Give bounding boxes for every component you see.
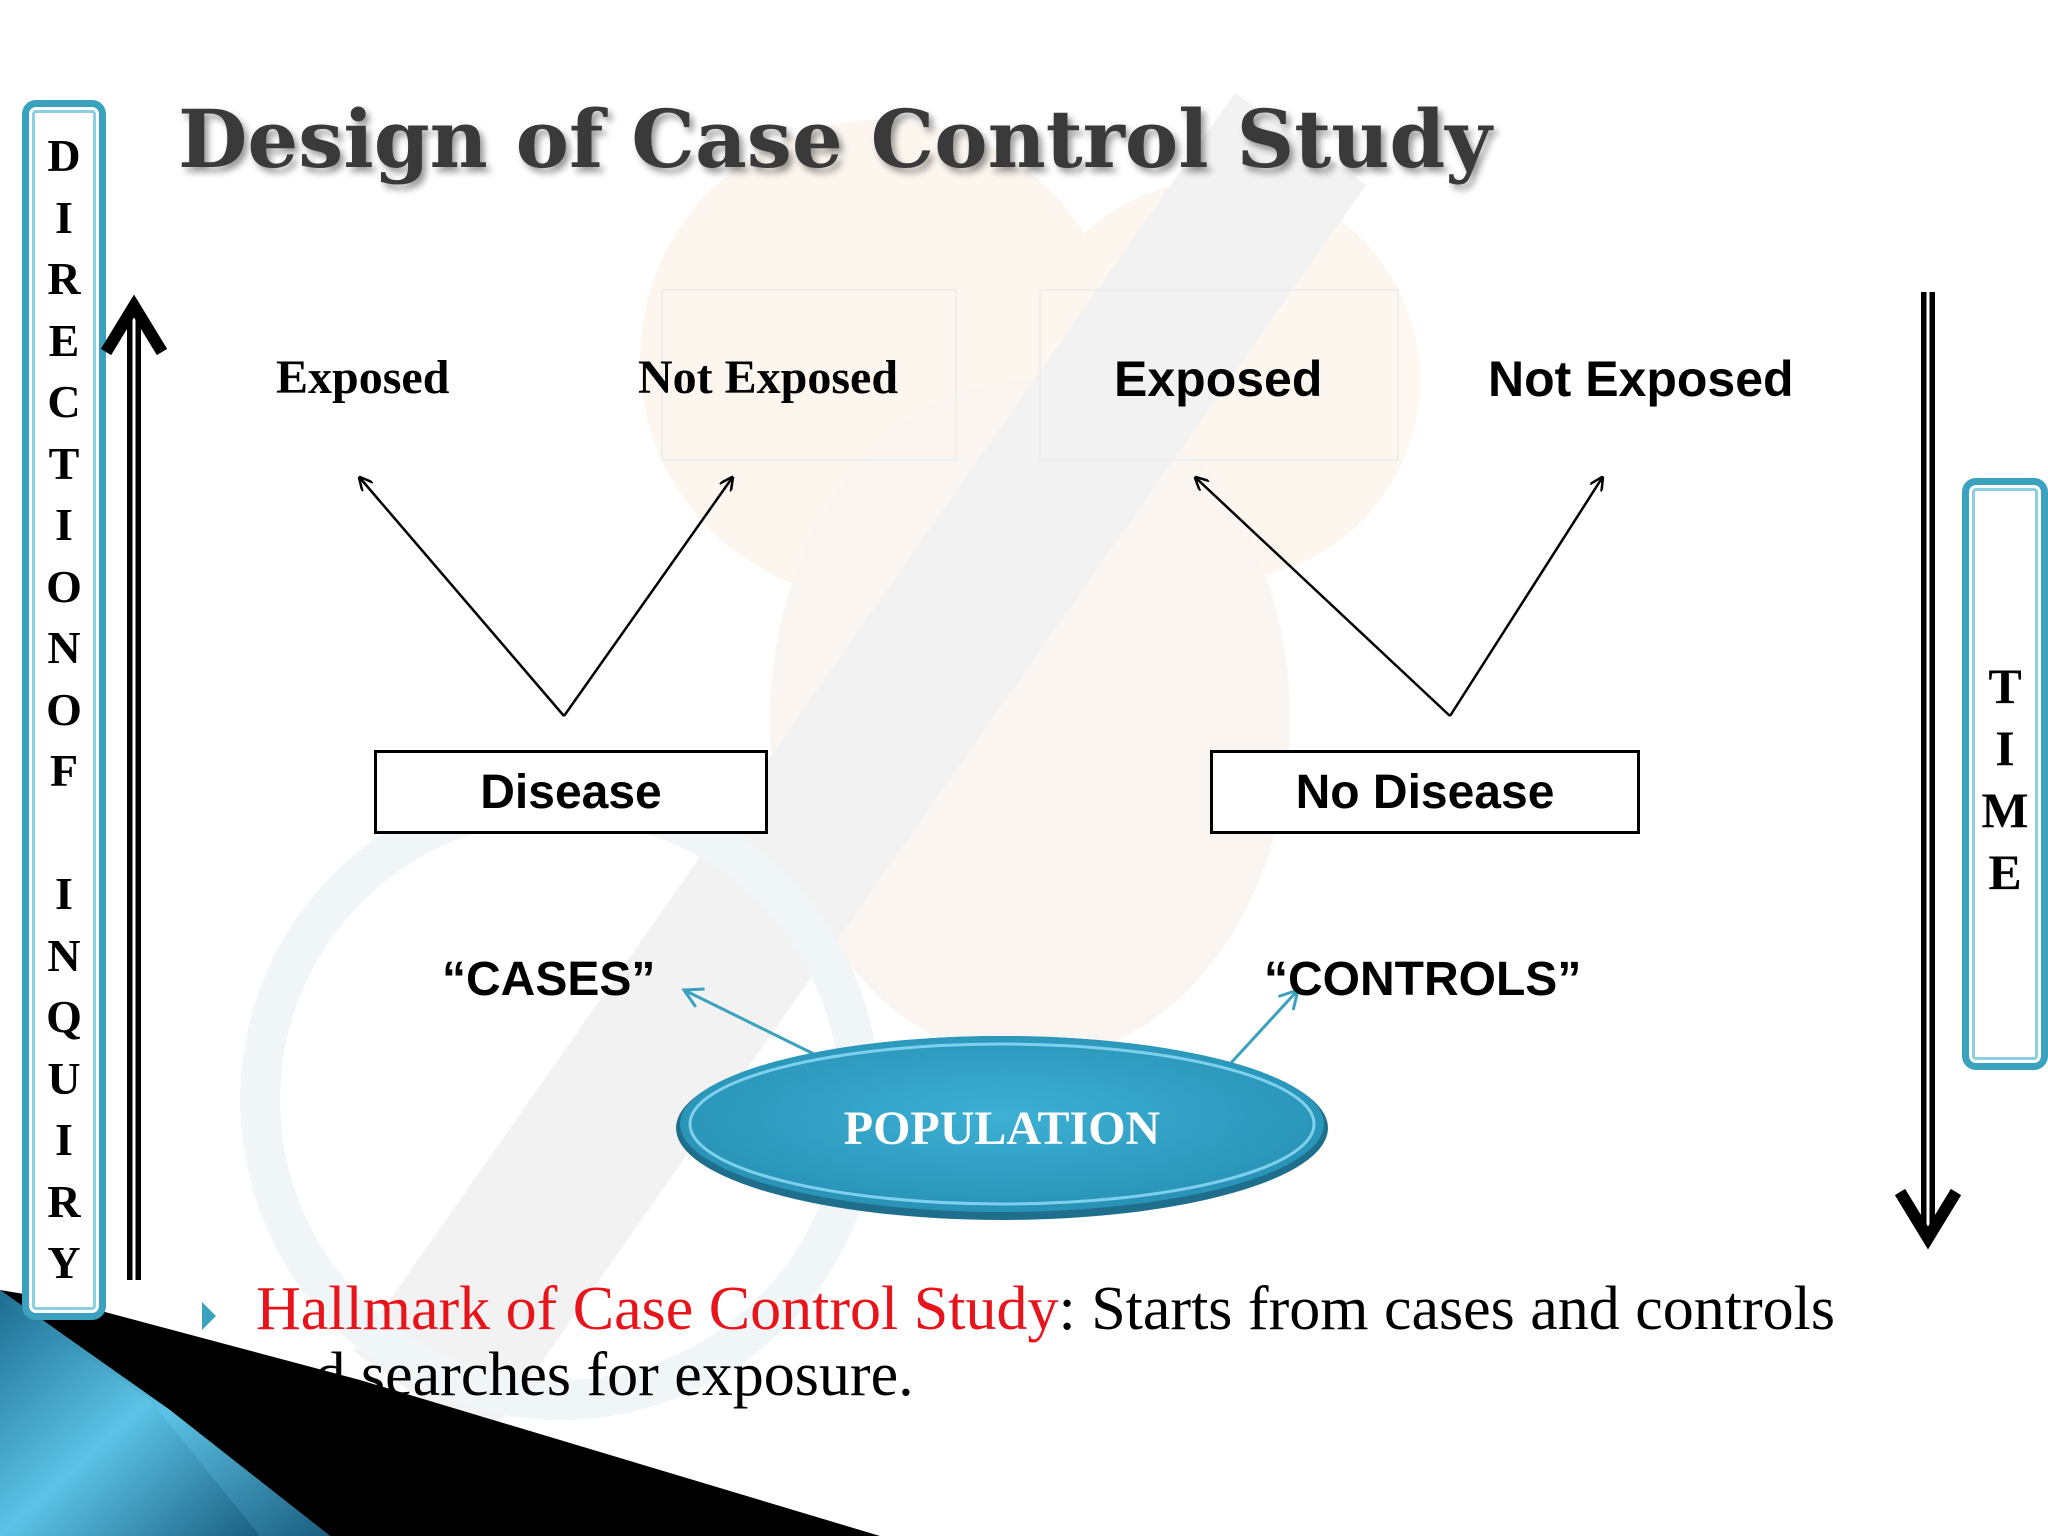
- direction-of-inquiry-letter: N: [47, 622, 81, 673]
- direction-of-inquiry-letter: D: [47, 130, 81, 181]
- direction-of-inquiry-letter: R: [47, 1175, 81, 1227]
- hallmark-bullet: Hallmark of Case Control Study: Starts f…: [256, 1276, 1956, 1408]
- hallmark-text-line2: and searches for exposure.: [256, 1341, 914, 1409]
- time-down-arrow: [1894, 292, 1962, 1250]
- disease-box: Disease: [374, 750, 768, 834]
- cases-label: “CASES”: [442, 953, 656, 1006]
- no-disease-box: No Disease: [1210, 750, 1640, 834]
- direction-of-inquiry-letter: I: [55, 868, 73, 919]
- time-letter: I: [1995, 720, 2015, 776]
- slide-title: Design of Case Control Study: [178, 92, 1492, 186]
- bullet-arrow-icon: [202, 1302, 216, 1330]
- inquiry-up-arrow: [100, 294, 168, 1280]
- direction-of-inquiry-letter: U: [47, 1052, 81, 1104]
- cases-exposed-label: Exposed: [276, 351, 450, 404]
- direction-of-inquiry-letter: I: [55, 499, 73, 550]
- direction-of-inquiry-letter: N: [47, 929, 81, 981]
- direction-of-inquiry-letter: Q: [46, 991, 82, 1042]
- arrow-population-to-controls: [1228, 987, 1301, 1066]
- arrow-to-exposed-controls: [1196, 478, 1451, 717]
- direction-of-inquiry-letter: T: [48, 437, 80, 489]
- arrow-to-not-exposed-cases: [562, 478, 732, 717]
- arrow-to-not-exposed-controls: [1448, 478, 1602, 717]
- direction-of-inquiry-letter: I: [55, 1114, 73, 1165]
- direction-of-inquiry-letter: R: [47, 253, 81, 304]
- direction-of-inquiry-letter: C: [47, 376, 81, 427]
- direction-of-inquiry-letter: O: [46, 683, 82, 735]
- direction-of-inquiry-letter: O: [46, 560, 82, 612]
- faint-frame: [661, 289, 957, 461]
- direction-of-inquiry-letter: F: [49, 745, 79, 796]
- time-letter: T: [1988, 658, 2022, 714]
- time-letter: E: [1988, 844, 2022, 900]
- direction-of-inquiry-letter: E: [48, 314, 80, 366]
- direction-of-inquiry-letter: I: [55, 191, 73, 243]
- population-label: POPULATION: [843, 1101, 1161, 1155]
- controls-not-exposed-label: Not Exposed: [1488, 351, 1794, 407]
- controls-exposed-label: Exposed: [1114, 351, 1323, 407]
- faint-frame: [1039, 289, 1399, 461]
- direction-of-inquiry-letter: Y: [47, 1237, 81, 1288]
- hallmark-highlight: Hallmark of Case Control Study: [256, 1275, 1059, 1343]
- time-letter: M: [1981, 782, 2029, 838]
- controls-label: “CONTROLS”: [1264, 953, 1582, 1006]
- hallmark-text: : Starts from cases and controls: [1058, 1275, 1836, 1343]
- cases-not-exposed-label: Not Exposed: [638, 351, 899, 404]
- population-ellipse: [676, 1036, 1328, 1220]
- arrow-to-exposed-cases: [360, 478, 565, 717]
- arrow-population-to-cases: [681, 987, 823, 1060]
